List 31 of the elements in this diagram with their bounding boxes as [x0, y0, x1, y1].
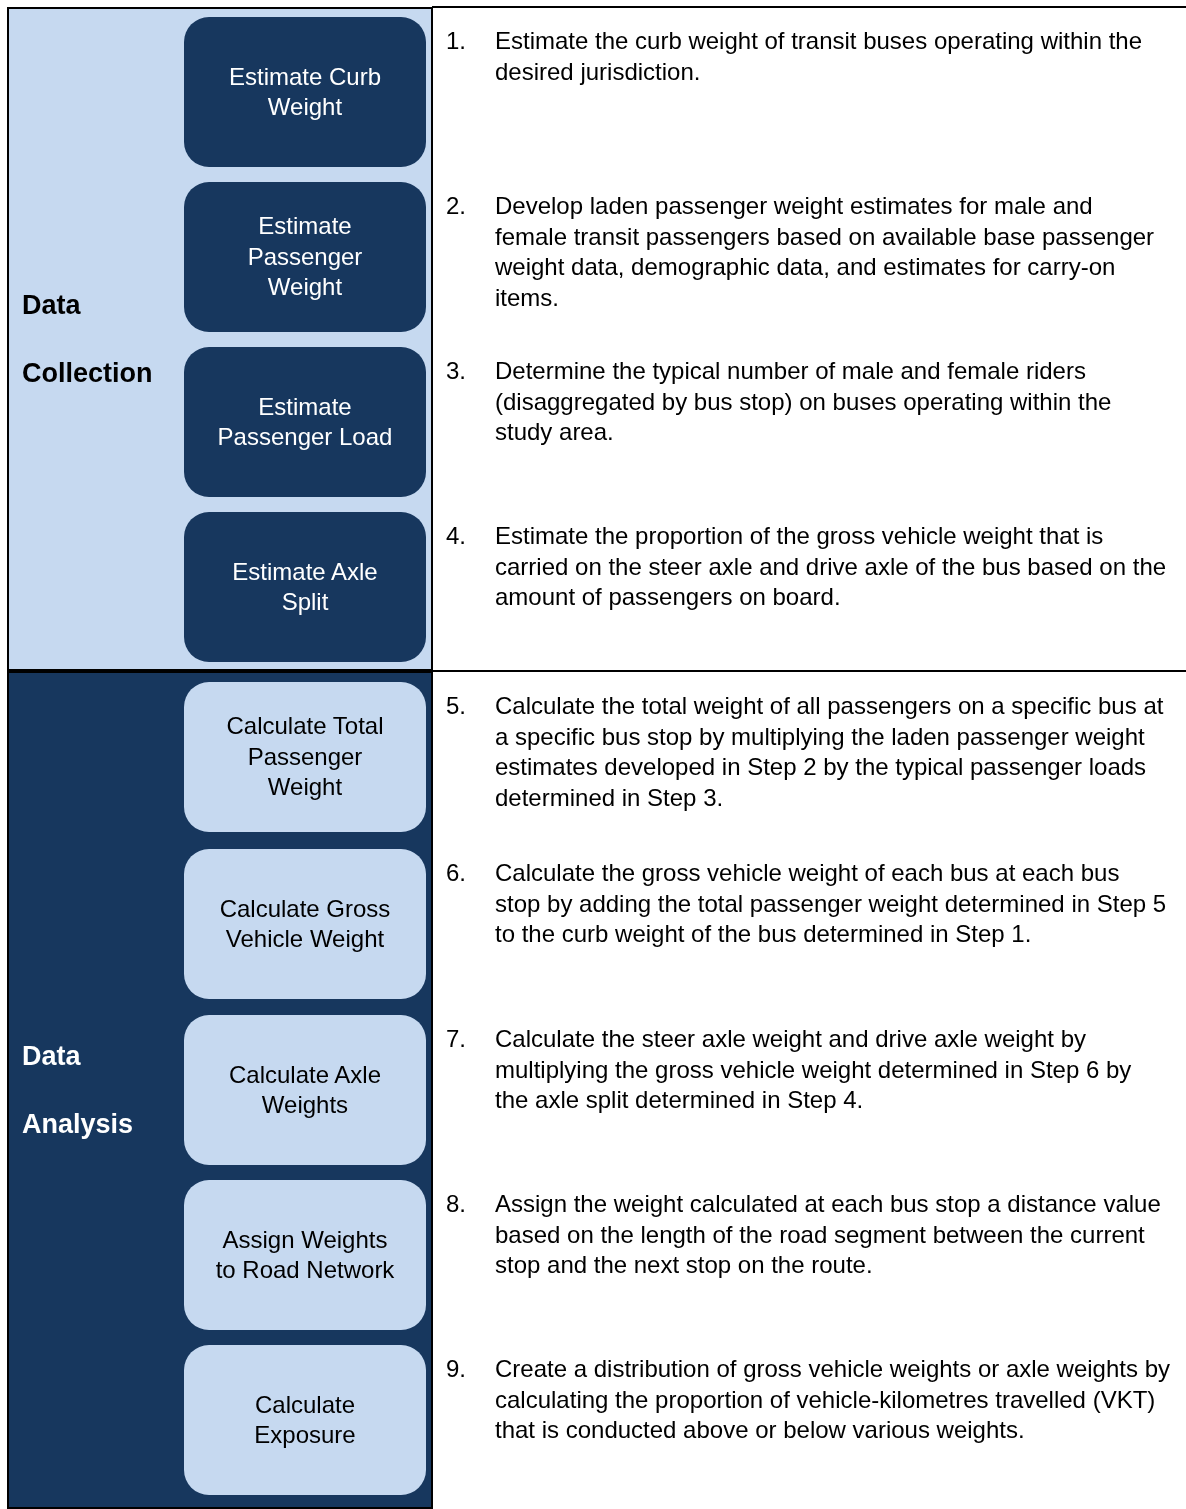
step-number: 1.	[446, 26, 467, 56]
step-description: Calculate the total weight of all passengers on a specific bus at a specific bus stop by multiplying the laden passenger weight estimates developed in Step 2 by the typical passenger loads determined in Step 3.	[495, 691, 1165, 813]
step-number: 6.	[446, 858, 467, 888]
step-number: 5.	[446, 691, 467, 721]
step-description: Assign the weight calculated at each bus stop a distance value based on the length of the road segment between the current stop and the next stop on the route.	[495, 1189, 1162, 1280]
step-description: Estimate the curb weight of transit buses operating within the desired jurisdiction.	[495, 26, 1143, 87]
step-description: Create a distribution of gross vehicle weights or axle weights by calculating the proportion of vehicle-kilometres travelled (VKT) that is conducted above or below various weights.	[495, 1354, 1170, 1445]
step-number: 7.	[446, 1024, 467, 1054]
step-description: Calculate the gross vehicle weight of each bus at each bus stop by adding the total passenger weight determined in Step 5 to the curb weight of the bus determined in Step 1.	[495, 858, 1168, 949]
step-box: Estimate Curb Weight	[184, 17, 426, 167]
step-box: Estimate Passenger Weight	[184, 182, 426, 332]
section-band	[7, 671, 433, 1509]
step-description: Calculate the steer axle weight and drive axle weight by multiplying the gross vehicle weight determined in Step 6 by the axle split determined in Step 4.	[495, 1024, 1133, 1115]
step-number: 8.	[446, 1189, 467, 1219]
step-box: Calculate Exposure	[184, 1345, 426, 1495]
step-box: Estimate Axle Split	[184, 512, 426, 662]
step-box: Estimate Passenger Load	[184, 347, 426, 497]
section-band	[7, 7, 433, 671]
section-label: Data Collection	[22, 289, 154, 390]
step-box: Assign Weights to Road Network	[184, 1180, 426, 1330]
step-box: Calculate Gross Vehicle Weight	[184, 849, 426, 999]
step-number: 2.	[446, 191, 467, 221]
step-box: Calculate Total Passenger Weight	[184, 682, 426, 832]
step-box: Calculate Axle Weights	[184, 1015, 426, 1165]
step-number: 9.	[446, 1354, 467, 1384]
step-description: Estimate the proportion of the gross vehicle weight that is carried on the steer axle and drive axle of the bus based on the amount of passengers on board.	[495, 521, 1168, 612]
step-description: Develop laden passenger weight estimates for male and female transit passengers based on available base passenger weight data, demographic data, and estimates for carry-on items.	[495, 191, 1156, 313]
step-number: 4.	[446, 521, 467, 551]
step-number: 3.	[446, 356, 467, 386]
section-label: Data Analysis	[22, 1040, 135, 1141]
step-description: Determine the typical number of male and female riders (disaggregated by bus stop) on buses operating within the study area.	[495, 356, 1113, 447]
